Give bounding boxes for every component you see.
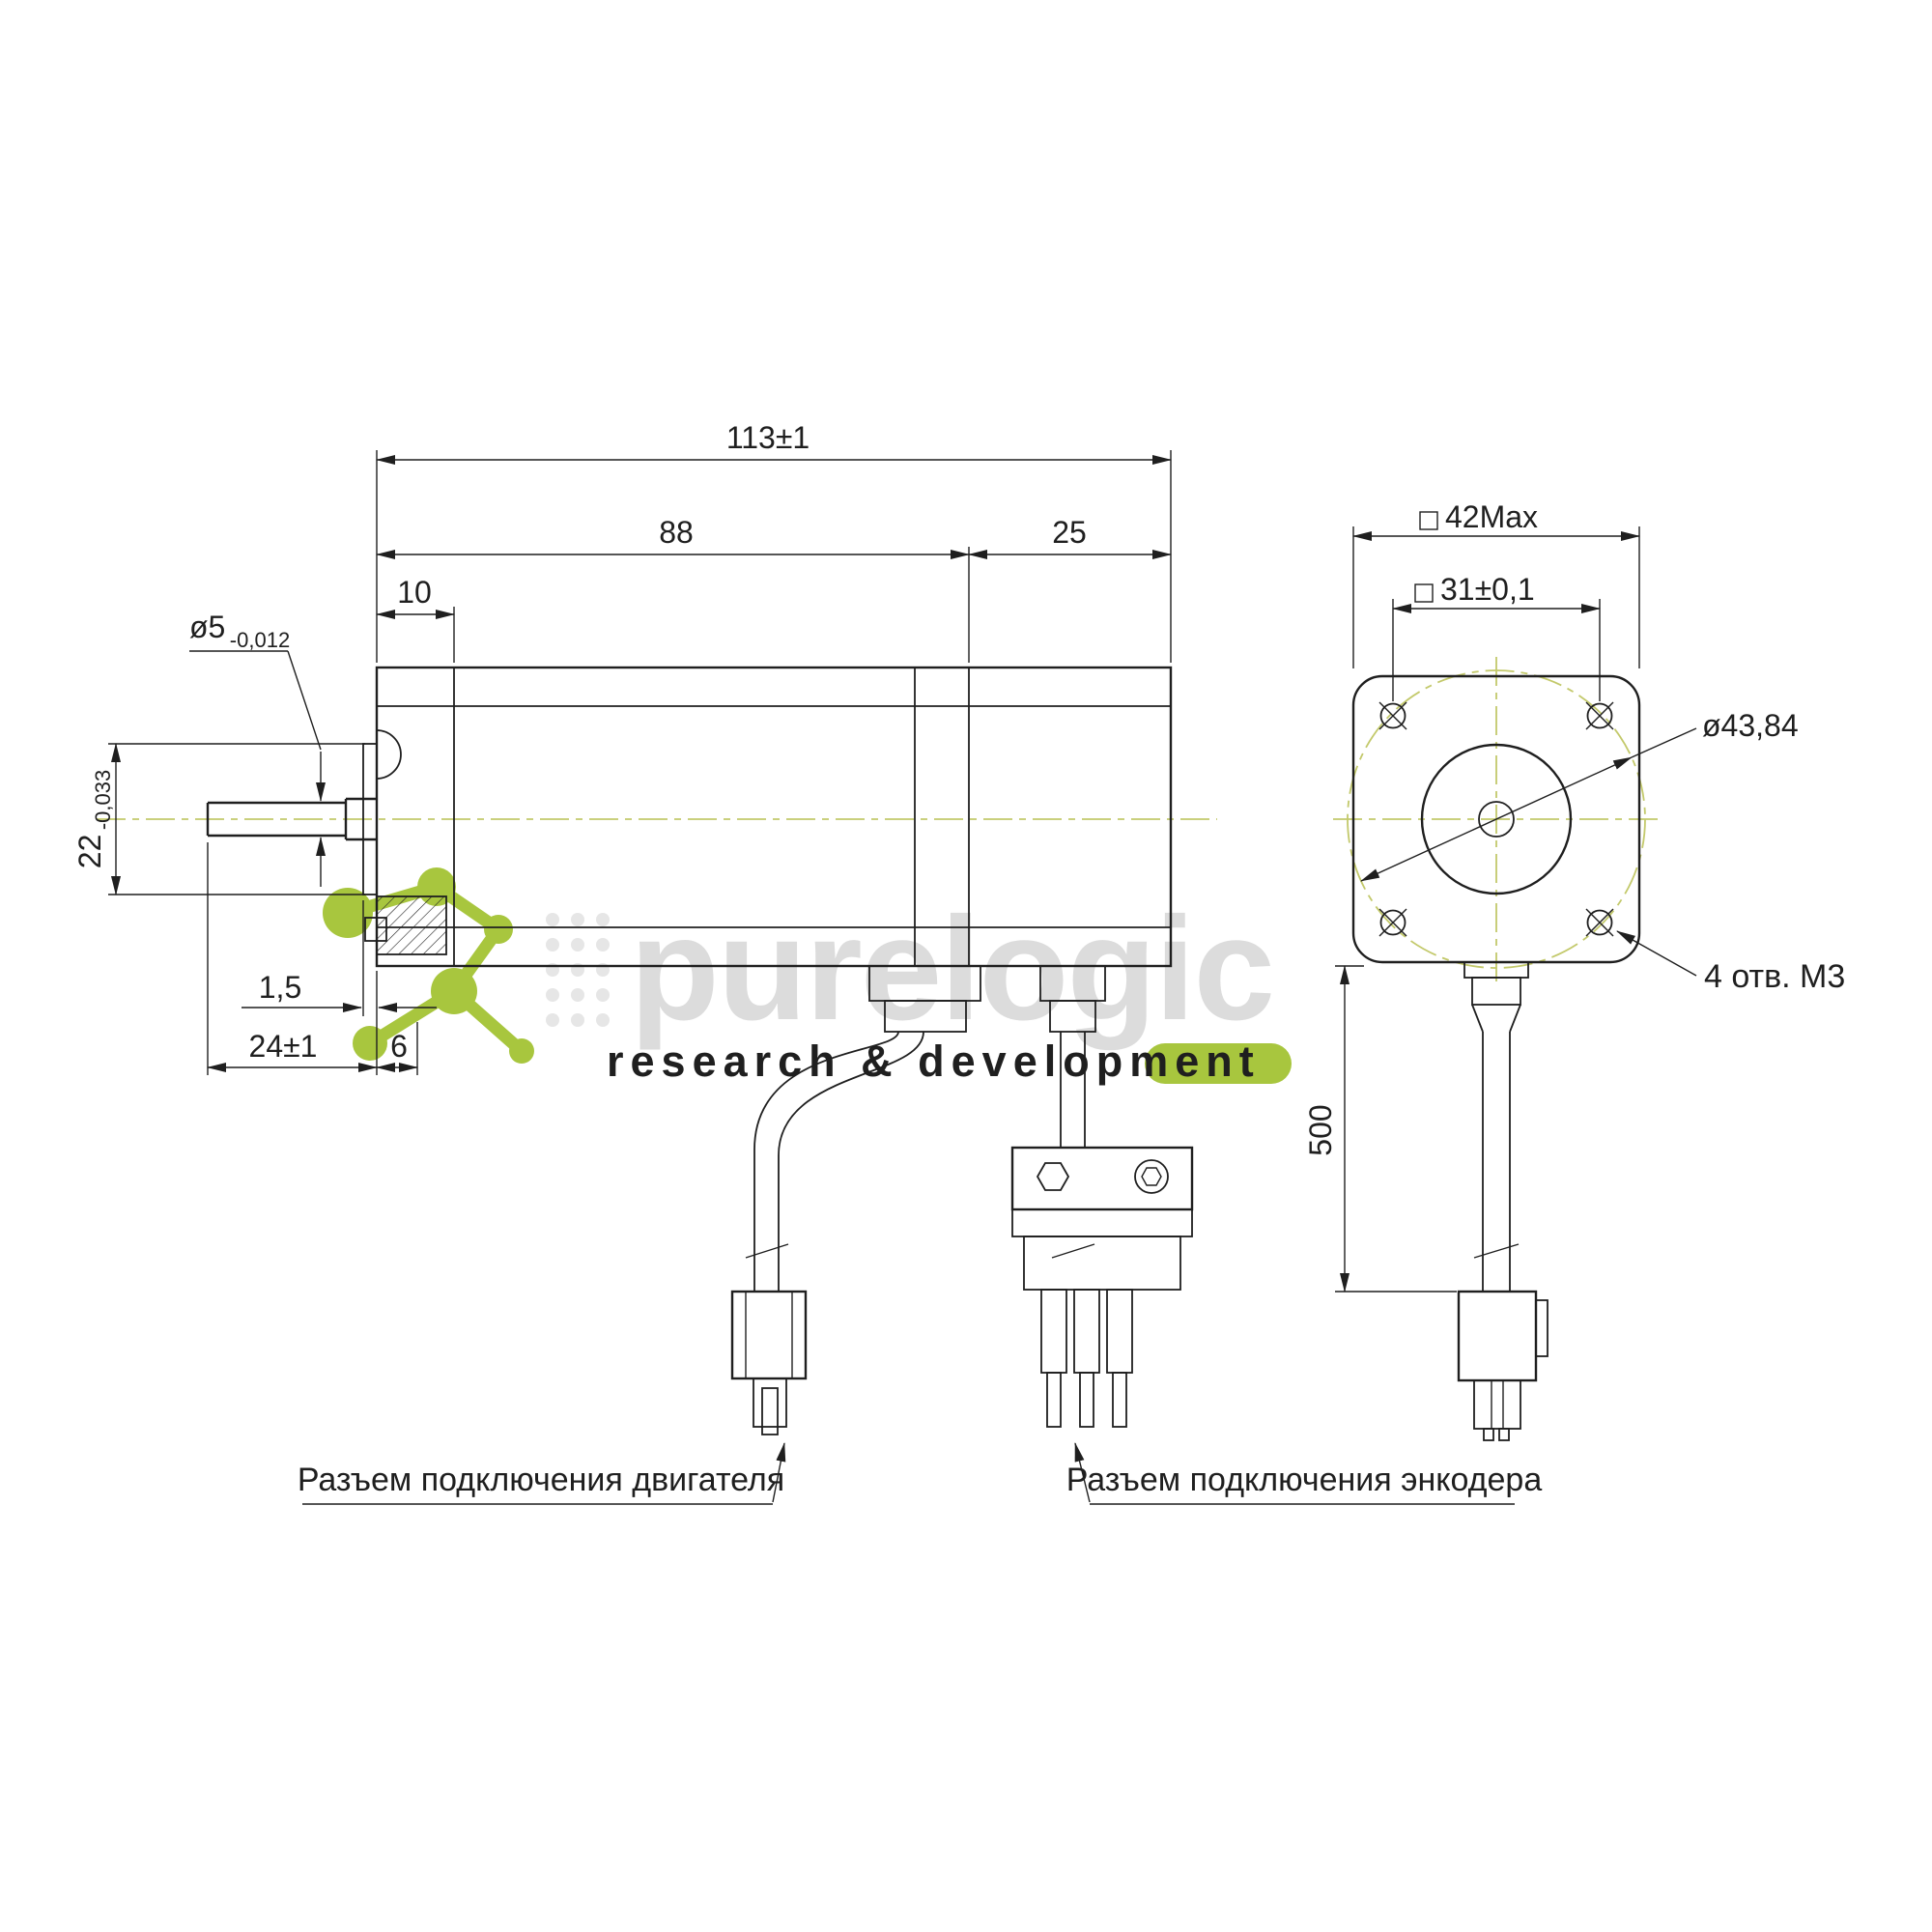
motor-lead-block [868,965,981,1033]
logo-dot [353,1026,387,1061]
watermark-tagline: research & development [607,1037,1261,1086]
callouts: Разъем подключения двигателя Разъем подк… [298,1442,1543,1505]
front-view-cable [1463,961,1529,1292]
dim-cable-length: 500 [1303,1104,1338,1155]
front-view [1333,657,1660,1441]
front-view-dimensions: 42Max 31±0,1 ø43,84 4 отв. М3 500 [1303,499,1845,1293]
side-view-dimensions: 113±1 88 25 10 ø5 -0,012 22 -0,033 1,5 2… [72,420,1172,1075]
square-symbol [1419,511,1438,530]
front-boss-detail [376,729,402,780]
logo-dot [323,888,373,938]
motor-connector [730,1290,808,1435]
key-section-hatch [376,895,447,955]
watermark: purelogic research & development [323,867,1292,1086]
dim-bolt-circle-diameter: ø43,84 [1702,708,1799,743]
front-view-connector [1457,1290,1548,1441]
dim-shaft-diameter: ø5 -0,012 [189,610,290,652]
motor-connector-label: Разъем подключения двигателя [298,1462,784,1498]
connector-latch [1535,1299,1548,1357]
dim-rear-length: 25 [1052,515,1087,550]
dim-pilot-boss-diameter: 22 -0,033 [72,770,115,868]
shaft [206,797,377,841]
motor-cable [745,1031,924,1292]
square-symbol [1414,583,1434,603]
dim-shaft-length: 24±1 [249,1029,318,1064]
watermark-pill [1145,1043,1292,1084]
encoder-connector [1010,1146,1194,1428]
dim-front-plate: 10 [397,575,432,610]
encoder-cable [1051,1032,1095,1259]
pilot-boss [362,743,378,895]
dim-body-length: 88 [659,515,694,550]
logo-dot [509,1038,534,1064]
encoder-connector-label: Разъем подключения энкодера [1066,1462,1543,1498]
dim-hole-spacing: 31±0,1 [1440,572,1535,607]
halftone-dots [546,913,610,1027]
logo-dot [431,968,477,1014]
logo-dot [484,915,513,944]
side-view [97,666,1217,1435]
socket-screw-icon [1134,1159,1169,1194]
key-detail [364,917,387,942]
dim-flange-size: 42Max [1445,499,1538,534]
dim-key-length: 6 [390,1029,408,1064]
mounting-holes-note: 4 отв. М3 [1704,958,1845,995]
encoder-lead-block [1039,965,1106,1033]
dim-overall-length: 113±1 [726,420,810,455]
hex-screw-icon [1036,1162,1070,1191]
bolt-circle [1347,669,1646,969]
watermark-logo [323,867,610,1064]
watermark-brand: purelogic [630,887,1273,1051]
dim-boss-depth: 1,5 [259,970,301,1005]
mounting-holes [1378,701,1614,937]
